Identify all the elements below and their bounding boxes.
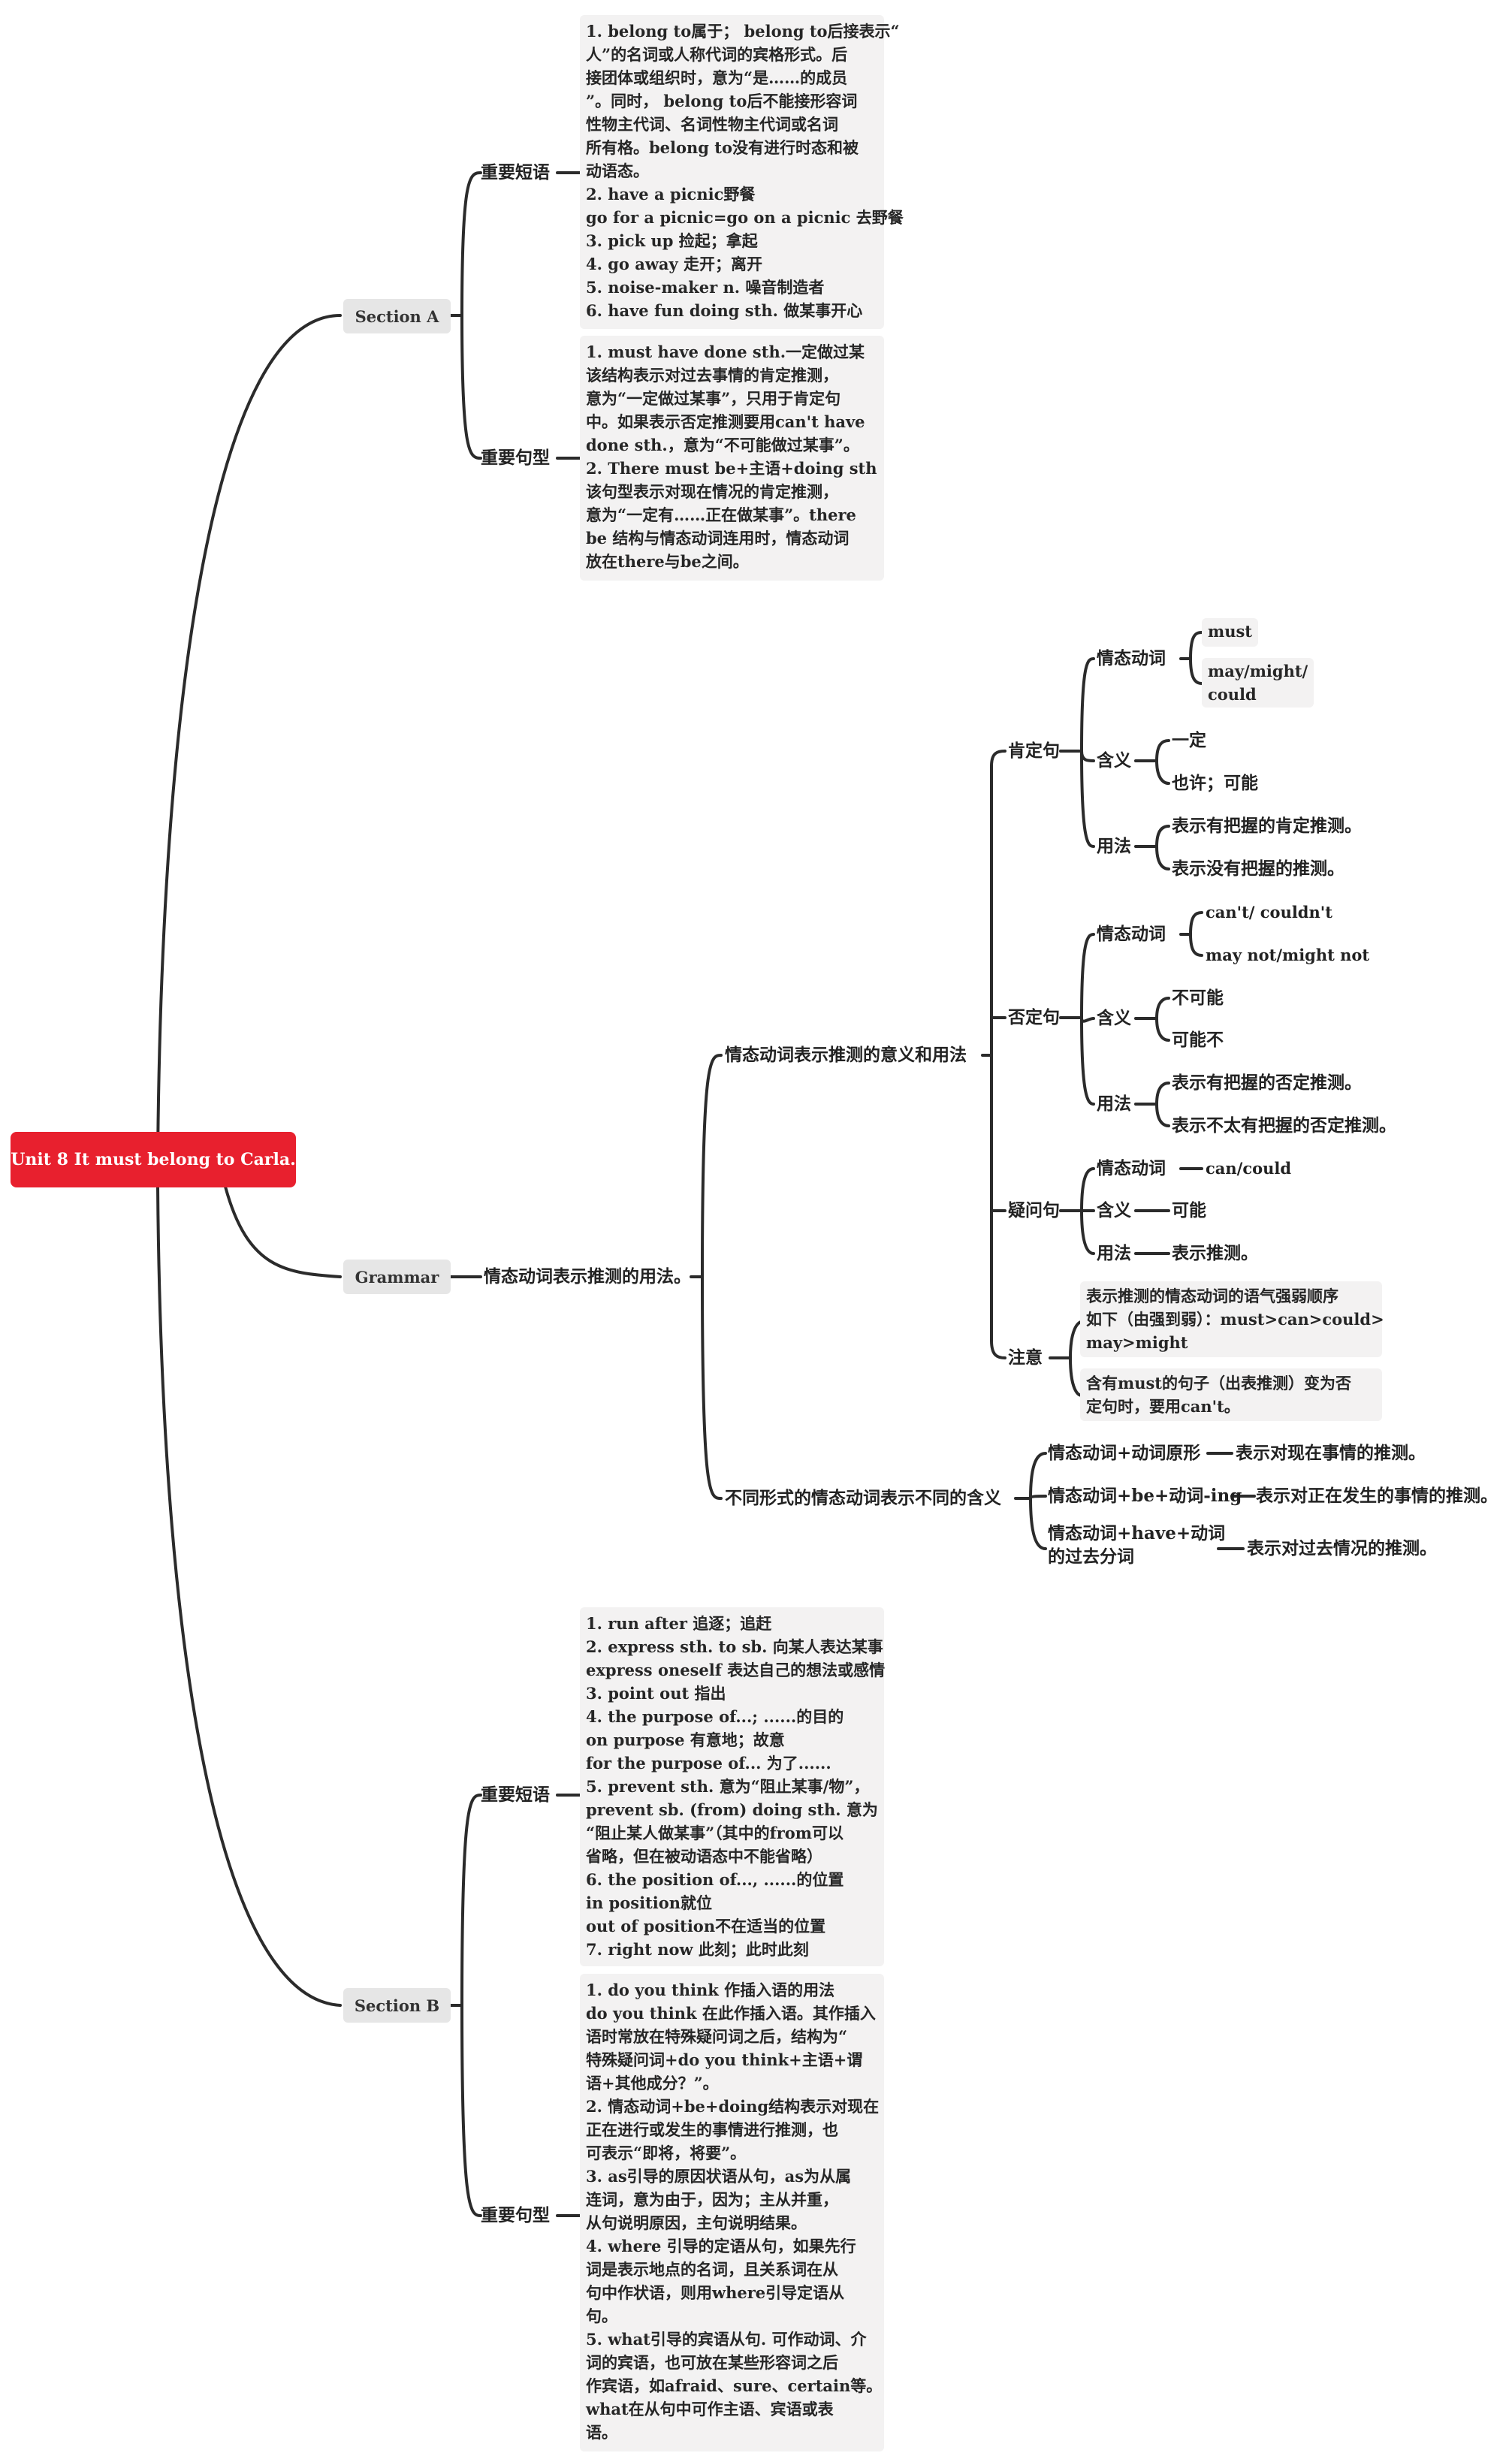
negative-usage-1: 表示有把握的否定推测。 — [1172, 1073, 1362, 1093]
question-modal-label[interactable]: 情态动词 — [1097, 1158, 1166, 1178]
affirm-usage-label[interactable]: 用法 — [1097, 836, 1131, 856]
section-a-sentences-box: 1. must have done sth.一定做过某 该结构表示对过去事情的肯… — [580, 336, 884, 581]
grammar-main-label[interactable]: 情态动词表示推测的用法。 — [484, 1266, 691, 1287]
section-b-phrases-label[interactable]: 重要短语 — [481, 1785, 550, 1805]
question-usage-label[interactable]: 用法 — [1097, 1243, 1131, 1263]
form-3-meaning: 表示对过去情况的推测。 — [1247, 1538, 1437, 1558]
grammar-node[interactable]: Grammar — [343, 1260, 451, 1294]
affirm-modal-must: must — [1202, 618, 1259, 647]
section-b-phrases-box: 1. run after 追逐；追赶 2. express sth. to sb… — [580, 1607, 885, 1966]
negative-modal-2: may not/might not — [1206, 946, 1370, 964]
negative-usage-2: 表示不太有把握的否定推测。 — [1172, 1115, 1396, 1136]
form-2-meaning: 表示对正在发生的事情的推测。 — [1256, 1486, 1498, 1506]
section-b-node[interactable]: Section B — [343, 1988, 451, 2023]
section-b-sentences-box: 1. do you think 作插入语的用法 do you think 在此作… — [580, 1974, 884, 2451]
affirm-modal-may: may/might/ could — [1202, 658, 1314, 708]
form-3: 情态动词+have+动词 的过去分词 — [1048, 1523, 1226, 1567]
section-a-node[interactable]: Section A — [343, 299, 451, 333]
question-meaning-label[interactable]: 含义 — [1097, 1200, 1131, 1220]
negative-meaning-label[interactable]: 含义 — [1097, 1008, 1131, 1028]
form-1-meaning: 表示对现在事情的推测。 — [1236, 1443, 1426, 1463]
negative-meaning-2: 可能不 — [1172, 1030, 1224, 1050]
question-meaning: 可能 — [1172, 1200, 1206, 1220]
section-a-sentences-label[interactable]: 重要句型 — [481, 448, 550, 468]
affirm-meaning-2: 也许；可能 — [1172, 773, 1258, 793]
section-a-phrases-box: 1. belong to属于； belong to后接表示“ 人”的名词或人称代… — [580, 15, 904, 329]
form-2: 情态动词+be+动词-ing — [1048, 1486, 1242, 1506]
note-label[interactable]: 注意 — [1008, 1347, 1043, 1368]
grammar-branch-meaning-usage[interactable]: 情态动词表示推测的意义和用法 — [725, 1045, 967, 1065]
negative-modal-1: can't/ couldn't — [1206, 903, 1332, 922]
note-2-box: 含有must的句子（出表推测）变为否 定句时，要用can't。 — [1080, 1368, 1382, 1421]
negative-meaning-1: 不可能 — [1172, 988, 1224, 1008]
affirm-meaning-label[interactable]: 含义 — [1097, 750, 1131, 771]
negative-usage-label[interactable]: 用法 — [1097, 1094, 1131, 1114]
question-modal: can/could — [1206, 1159, 1292, 1178]
question-label[interactable]: 疑问句 — [1008, 1200, 1060, 1220]
affirm-usage-1: 表示有把握的肯定推测。 — [1172, 816, 1362, 836]
root-node[interactable]: Unit 8 It must belong to Carla. — [11, 1132, 296, 1187]
negative-modal-label[interactable]: 情态动词 — [1097, 924, 1166, 944]
note-1-box: 表示推测的情态动词的语气强弱顺序 如下（由强到弱）：must>can>could… — [1080, 1281, 1384, 1357]
affirm-usage-2: 表示没有把握的推测。 — [1172, 858, 1345, 879]
section-a-phrases-label[interactable]: 重要短语 — [481, 162, 550, 183]
negative-label[interactable]: 否定句 — [1008, 1007, 1060, 1027]
grammar-branch-forms[interactable]: 不同形式的情态动词表示不同的含义 — [725, 1488, 1001, 1508]
affirm-modal-label[interactable]: 情态动词 — [1097, 648, 1166, 668]
question-usage: 表示推测。 — [1172, 1243, 1258, 1263]
affirm-meaning-1: 一定 — [1172, 730, 1206, 750]
affirm-label[interactable]: 肯定句 — [1008, 741, 1060, 761]
form-1: 情态动词+动词原形 — [1048, 1443, 1201, 1463]
section-b-sentences-label[interactable]: 重要句型 — [481, 2205, 550, 2225]
